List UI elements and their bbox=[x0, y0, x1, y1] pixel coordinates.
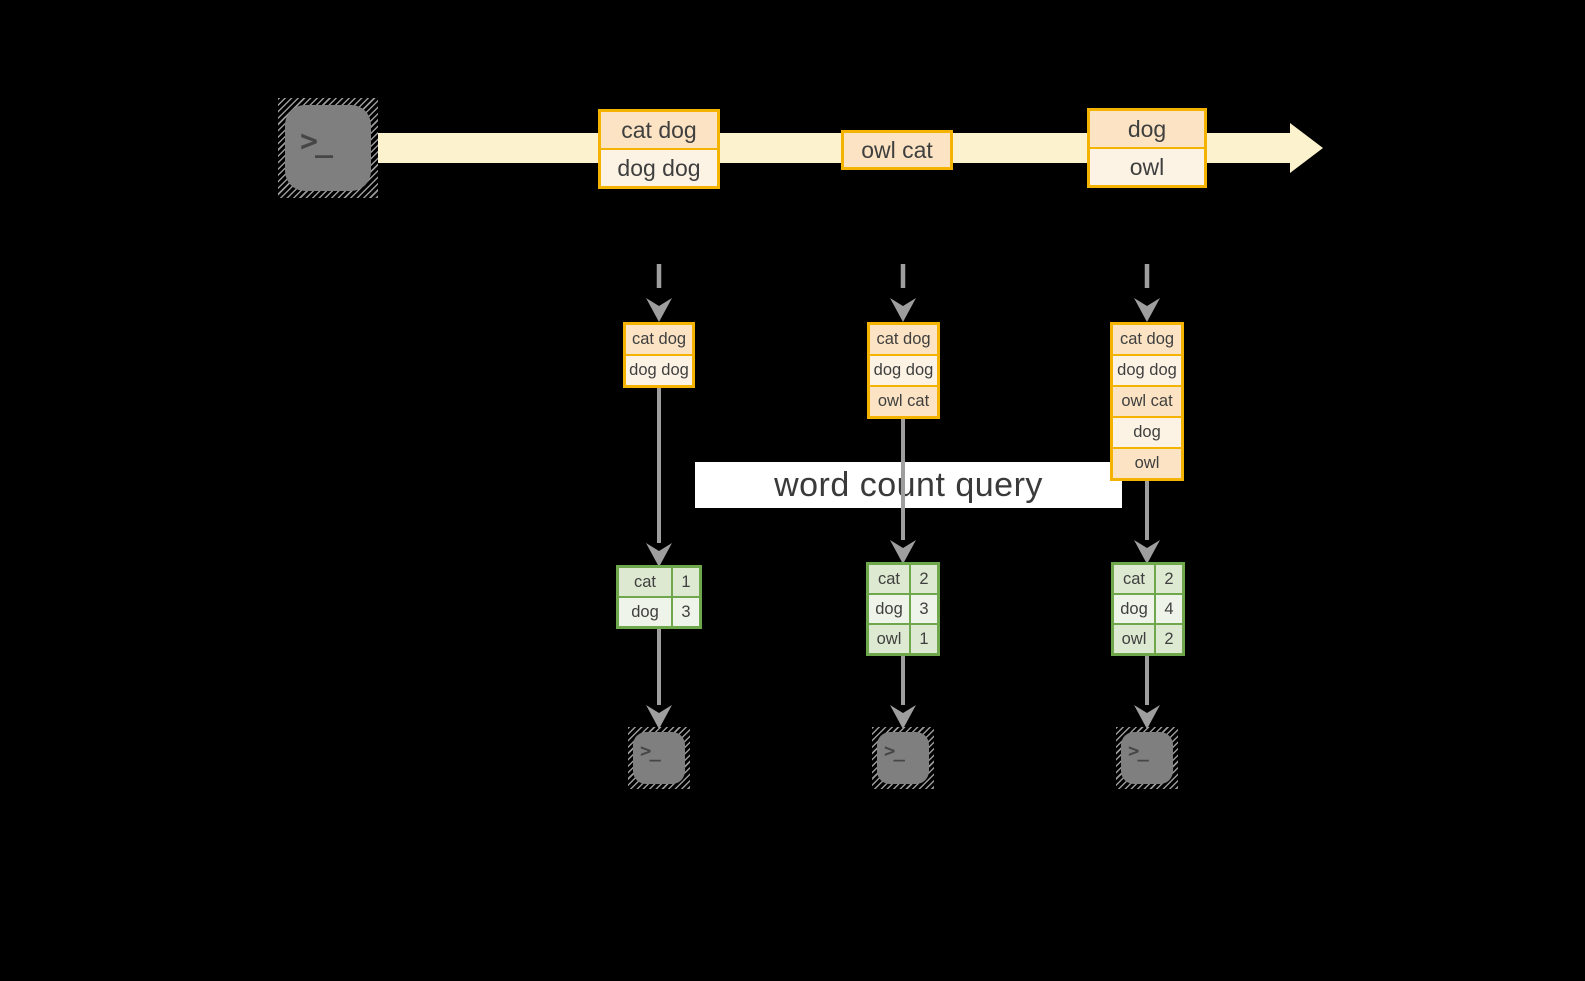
state-cell: dog dog bbox=[626, 356, 692, 385]
batch-line: cat dog bbox=[601, 112, 717, 148]
state-cell: cat dog bbox=[870, 325, 937, 354]
count-cell: 1 bbox=[911, 625, 937, 653]
state-box-3: cat dog dog dog owl cat dog owl bbox=[1110, 322, 1184, 481]
word-cell: dog bbox=[1114, 595, 1154, 623]
count-cell: 3 bbox=[911, 595, 937, 623]
prompt-glyph-icon: >_ bbox=[300, 124, 333, 159]
count-cell: 2 bbox=[911, 565, 937, 593]
terminal-sink-icon: >_ bbox=[872, 727, 934, 789]
terminal-body bbox=[1121, 732, 1173, 784]
count-cell: 2 bbox=[1156, 565, 1182, 593]
count-cell: 3 bbox=[673, 598, 699, 626]
dashed-arrow-icon bbox=[1134, 264, 1160, 322]
batch-line: owl bbox=[1090, 149, 1204, 185]
word-cell: cat bbox=[869, 565, 909, 593]
count-cell: 4 bbox=[1156, 595, 1182, 623]
batch-line: dog bbox=[1090, 111, 1204, 147]
terminal-body bbox=[877, 732, 929, 784]
state-cell: cat dog bbox=[626, 325, 692, 354]
prompt-glyph-icon: >_ bbox=[884, 740, 905, 762]
word-cell: dog bbox=[869, 595, 909, 623]
prompt-glyph-icon: >_ bbox=[1128, 740, 1149, 762]
state-box-2: cat dog dog dog owl cat bbox=[867, 322, 940, 419]
count-table-2: cat 2 dog 3 owl 1 bbox=[866, 562, 940, 656]
query-label: word count query bbox=[774, 465, 1043, 504]
word-cell: owl bbox=[869, 625, 909, 653]
batch-line: dog dog bbox=[601, 150, 717, 186]
stream-batch-3: dog owl bbox=[1087, 108, 1207, 188]
state-box-1: cat dog dog dog bbox=[623, 322, 695, 388]
result-arrow-icon bbox=[646, 627, 672, 729]
state-cell: owl cat bbox=[1113, 387, 1181, 416]
state-cell: dog dog bbox=[870, 356, 937, 385]
count-cell: 2 bbox=[1156, 625, 1182, 653]
terminal-source-icon: >_ bbox=[278, 98, 378, 198]
query-label-band: word count query bbox=[695, 462, 1122, 508]
count-cell: 1 bbox=[673, 568, 699, 596]
state-cell: dog dog bbox=[1113, 356, 1181, 385]
terminal-body bbox=[633, 732, 685, 784]
query-arrow-icon bbox=[1134, 479, 1160, 564]
count-table-3: cat 2 dog 4 owl 2 bbox=[1111, 562, 1185, 656]
stream-arrowhead-icon bbox=[1290, 123, 1323, 173]
word-cell: cat bbox=[1114, 565, 1154, 593]
query-arrow-icon bbox=[890, 417, 916, 564]
stream-batch-1: cat dog dog dog bbox=[598, 109, 720, 189]
state-cell: owl bbox=[1113, 449, 1181, 478]
dashed-arrow-icon bbox=[646, 264, 672, 322]
count-table-1: cat 1 dog 3 bbox=[616, 565, 702, 629]
query-arrow-icon bbox=[646, 386, 672, 567]
terminal-body bbox=[285, 105, 371, 191]
result-arrow-icon bbox=[1134, 654, 1160, 729]
word-cell: cat bbox=[619, 568, 671, 596]
word-cell: owl bbox=[1114, 625, 1154, 653]
word-cell: dog bbox=[619, 598, 671, 626]
dashed-arrow-icon bbox=[890, 264, 916, 322]
result-arrow-icon bbox=[890, 654, 916, 729]
state-cell: dog bbox=[1113, 418, 1181, 447]
batch-line: owl cat bbox=[844, 133, 950, 167]
terminal-sink-icon: >_ bbox=[1116, 727, 1178, 789]
stream-batch-2: owl cat bbox=[841, 130, 953, 170]
prompt-glyph-icon: >_ bbox=[640, 740, 661, 762]
state-cell: cat dog bbox=[1113, 325, 1181, 354]
terminal-sink-icon: >_ bbox=[628, 727, 690, 789]
state-cell: owl cat bbox=[870, 387, 937, 416]
